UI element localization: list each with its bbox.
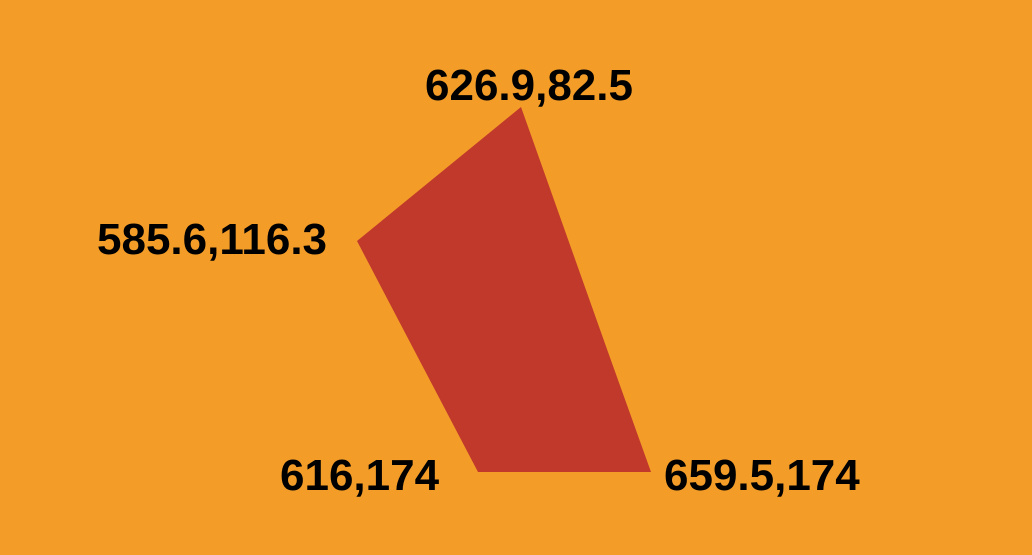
vertex-label-bottom-left: 616,174 [280, 451, 440, 500]
vertex-label-top: 626.9,82.5 [425, 61, 633, 110]
quadrilateral-shape [357, 107, 651, 472]
vertex-label-left: 585.6,116.3 [97, 215, 327, 264]
vertex-label-bottom-right: 659.5,174 [664, 451, 860, 500]
